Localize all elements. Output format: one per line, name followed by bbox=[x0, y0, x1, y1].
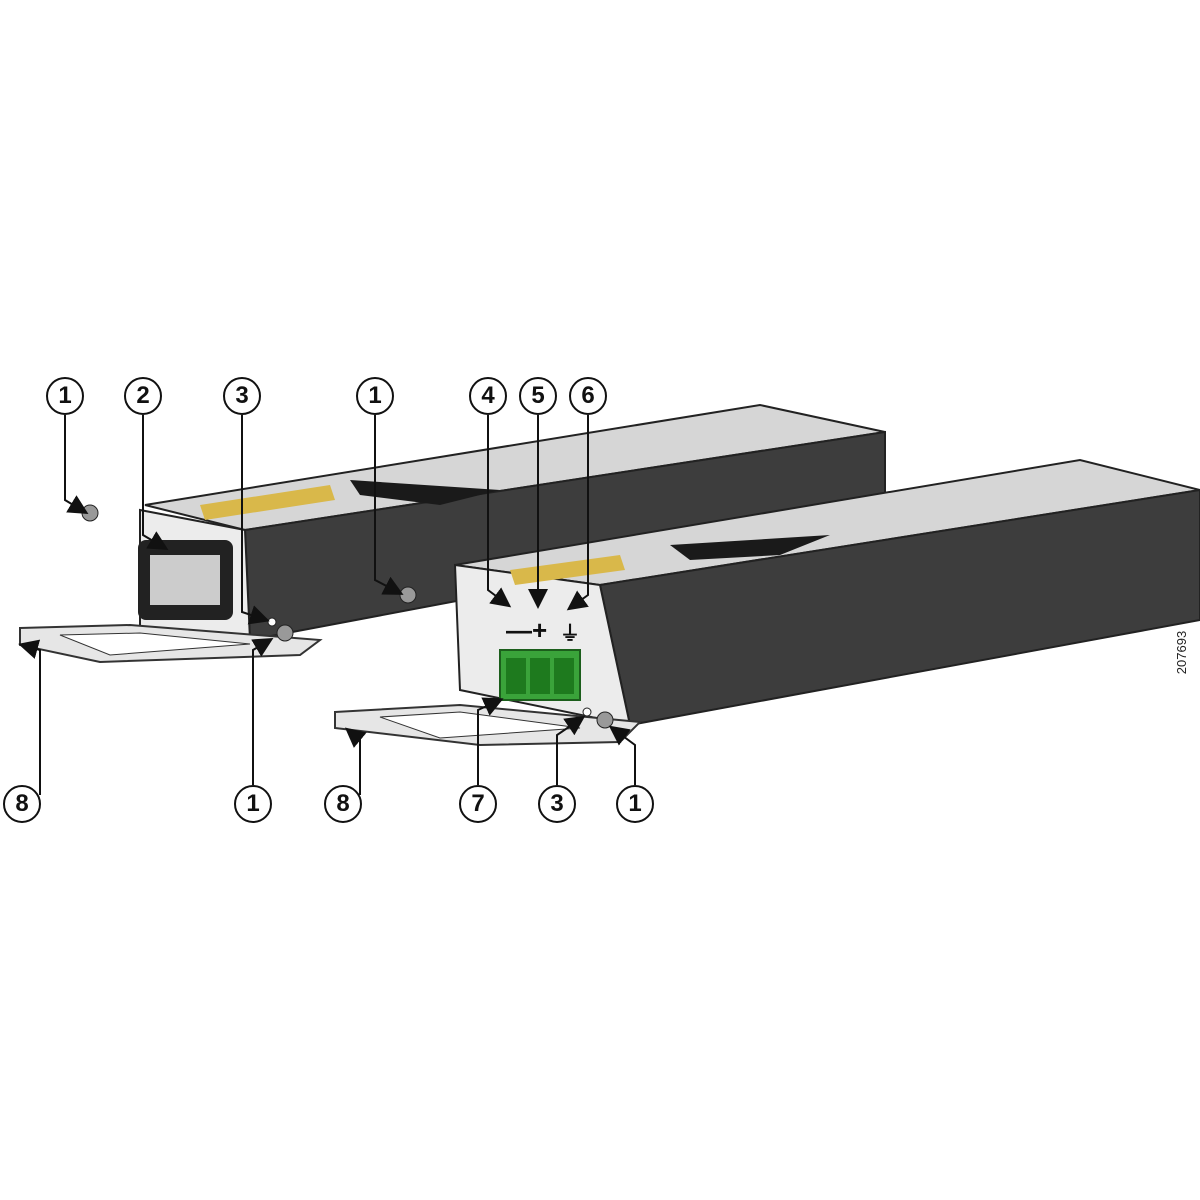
callout-positive-terminal: 5 bbox=[519, 377, 557, 415]
callout-terminal-block: 7 bbox=[459, 785, 497, 823]
leader-lines bbox=[18, 415, 636, 795]
ac-power-supply bbox=[19, 403, 886, 664]
led bbox=[582, 707, 592, 717]
callout-led: 3 bbox=[538, 785, 576, 823]
figure-number: 207693 bbox=[1174, 630, 1190, 675]
positive-terminal-symbol: + bbox=[532, 615, 548, 645]
negative-terminal-symbol: — bbox=[506, 615, 532, 645]
captive-screw bbox=[81, 504, 99, 522]
callout-ac-inlet: 2 bbox=[124, 377, 162, 415]
label-recess bbox=[670, 535, 830, 560]
warning-label bbox=[200, 485, 335, 520]
callout-handle: 8 bbox=[3, 785, 41, 823]
callout-led: 3 bbox=[223, 377, 261, 415]
captive-screw bbox=[596, 711, 614, 729]
captive-screw bbox=[399, 586, 417, 604]
callout-captive-screw: 1 bbox=[234, 785, 272, 823]
led bbox=[267, 617, 277, 627]
captive-screw bbox=[276, 624, 294, 642]
callout-captive-screw: 1 bbox=[46, 377, 84, 415]
callout-handle: 8 bbox=[324, 785, 362, 823]
callout-ground-terminal: 6 bbox=[569, 377, 607, 415]
label-recess bbox=[350, 480, 500, 505]
ground-terminal-symbol: ⏚ bbox=[560, 623, 580, 645]
callout-captive-screw: 1 bbox=[356, 377, 394, 415]
callout-captive-screw: 1 bbox=[616, 785, 654, 823]
callout-negative-terminal: 4 bbox=[469, 377, 507, 415]
